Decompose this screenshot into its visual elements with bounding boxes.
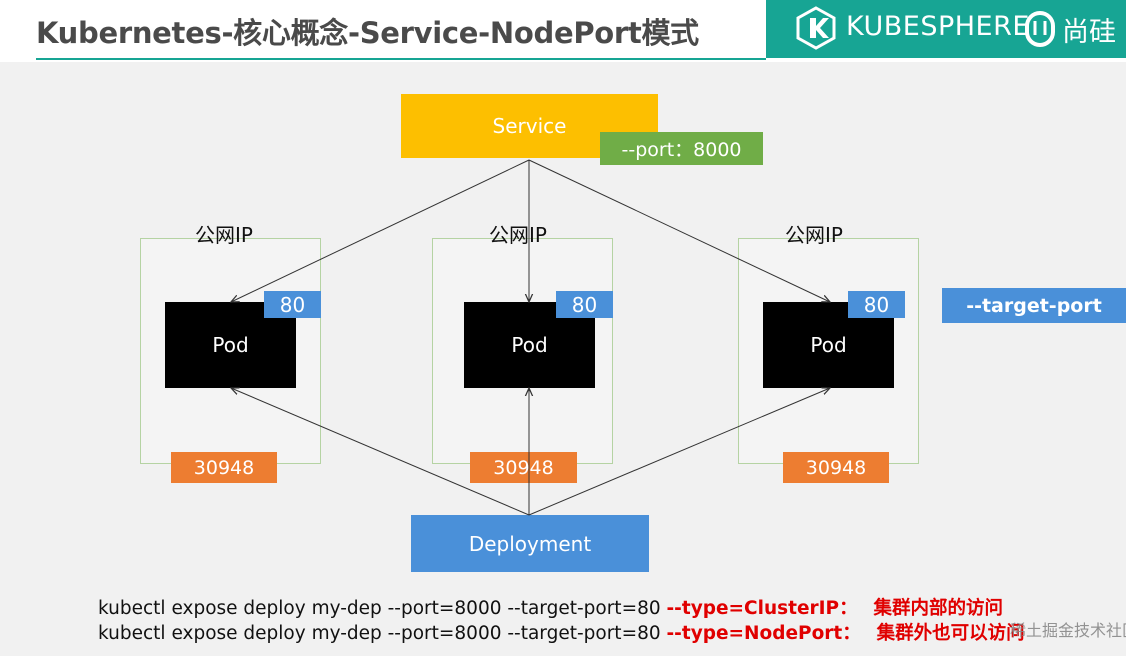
title-underline <box>36 58 766 60</box>
partner-name: 尚硅 <box>1062 17 1116 48</box>
slide-title: Kubernetes-核心概念-Service-NodePort模式 <box>36 16 699 50</box>
brand-name: KUBESPHERE <box>846 11 1030 42</box>
command-1-base: kubectl expose deploy my-dep --port=8000… <box>98 598 661 619</box>
node-ip-label-3: 公网IP <box>785 223 843 247</box>
slide-header: Kubernetes-核心概念-Service-NodePort模式 KUBES… <box>0 0 1126 62</box>
target-port-badge-2: 80 <box>556 291 613 318</box>
command-2-note: 集群外也可以访问 <box>876 623 1025 644</box>
command-2-type-option: --type=NodePort： <box>666 623 861 644</box>
node-ip-label-1: 公网IP <box>195 223 253 247</box>
target-port-badge-3: 80 <box>848 291 905 318</box>
command-1-type-option: --type=ClusterIP： <box>666 598 858 619</box>
node-port-badge-3: 30948 <box>783 452 889 483</box>
deployment-box: Deployment <box>411 515 649 572</box>
partner-logo-icon <box>1025 11 1055 47</box>
node-port-badge-2: 30948 <box>470 452 577 483</box>
port-option-tag: --port：8000 <box>600 132 763 165</box>
command-line-1: kubectl expose deploy my-dep --port=8000… <box>98 594 1003 620</box>
command-2-base: kubectl expose deploy my-dep --port=8000… <box>98 623 661 644</box>
kubesphere-logo-icon <box>796 6 836 50</box>
watermark: 稀土掘金技术社区 <box>1010 621 1126 640</box>
brand-banner: KUBESPHERE 尚硅 <box>766 0 1126 58</box>
target-port-badge-1: 80 <box>264 291 321 318</box>
target-port-option-tag: --target-port <box>942 288 1126 323</box>
command-1-note: 集群内部的访问 <box>873 598 1004 619</box>
node-port-badge-1: 30948 <box>171 452 277 483</box>
node-ip-label-2: 公网IP <box>489 223 547 247</box>
command-line-2: kubectl expose deploy my-dep --port=8000… <box>98 619 1025 645</box>
